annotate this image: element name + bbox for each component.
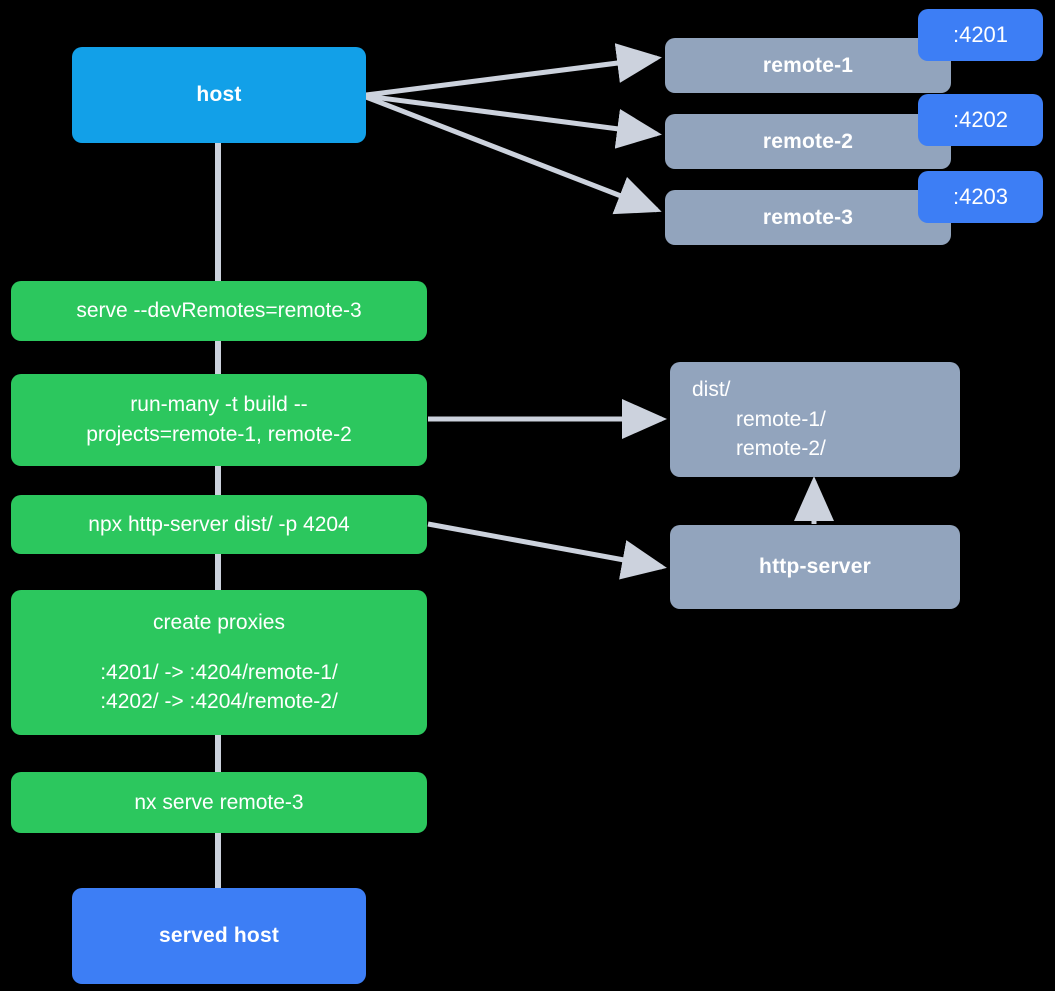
node-dist-line-1: dist/ [692, 377, 731, 401]
node-remote-3[interactable]: remote-3 [665, 190, 951, 245]
connector-host-to-remote-3 [365, 94, 662, 215]
command-run-many-build-line-1: run-many -t build -- [130, 393, 308, 417]
node-remote-1-label: remote-1 [762, 53, 854, 77]
node-remote-2-label: remote-2 [762, 129, 854, 153]
command-create-proxies-line-3: :4202/ -> :4204/remote-2/ [100, 690, 338, 714]
node-served-host-label: served host [158, 924, 280, 947]
node-remote-2[interactable]: remote-2 [665, 114, 951, 169]
connector-host-to-remote-2 [365, 93, 662, 149]
node-served-host[interactable]: served host [72, 888, 366, 984]
node-host[interactable]: host [72, 47, 366, 143]
command-run-many-build[interactable]: run-many -t build -- projects=remote-1, … [11, 374, 427, 466]
command-nx-serve-remote-3[interactable]: nx serve remote-3 [11, 772, 427, 833]
node-remote-1[interactable]: remote-1 [665, 38, 951, 93]
node-http-server[interactable]: http-server [670, 525, 960, 609]
command-serve-dev-remotes-line-1: serve --devRemotes=remote-3 [76, 299, 362, 323]
node-dist-line-2: remote-1/ [736, 407, 826, 431]
command-create-proxies[interactable]: create proxies :4201/ -> :4204/remote-1/… [11, 590, 427, 735]
badge-remote-3-port: :4203 [918, 171, 1043, 223]
command-serve-dev-remotes[interactable]: serve --devRemotes=remote-3 [11, 281, 427, 341]
badge-remote-2-port: :4202 [918, 94, 1043, 146]
badge-remote-3-port-label: :4203 [952, 184, 1009, 209]
command-npx-http-server[interactable]: npx http-server dist/ -p 4204 [11, 495, 427, 554]
command-nx-serve-remote-3-line-1: nx serve remote-3 [134, 790, 304, 814]
node-remote-3-label: remote-3 [762, 205, 854, 229]
badge-remote-1-port-label: :4201 [952, 22, 1009, 47]
badge-remote-1-port: :4201 [918, 9, 1043, 61]
command-create-proxies-line-1: create proxies [153, 610, 285, 634]
node-dist[interactable]: dist/ remote-1/ remote-2/ [670, 362, 960, 477]
node-http-server-label: http-server [759, 555, 871, 578]
badge-remote-2-port-label: :4202 [952, 107, 1009, 132]
connector-host-to-remote-1 [365, 43, 662, 98]
command-npx-http-server-line-1: npx http-server dist/ -p 4204 [88, 512, 350, 536]
connector-npx-to-httpserver [427, 521, 667, 580]
node-dist-line-3: remote-2/ [736, 437, 826, 461]
node-host-label: host [196, 83, 242, 106]
command-run-many-build-line-2: projects=remote-1, remote-2 [86, 423, 352, 446]
command-create-proxies-line-2: :4201/ -> :4204/remote-1/ [100, 660, 338, 684]
